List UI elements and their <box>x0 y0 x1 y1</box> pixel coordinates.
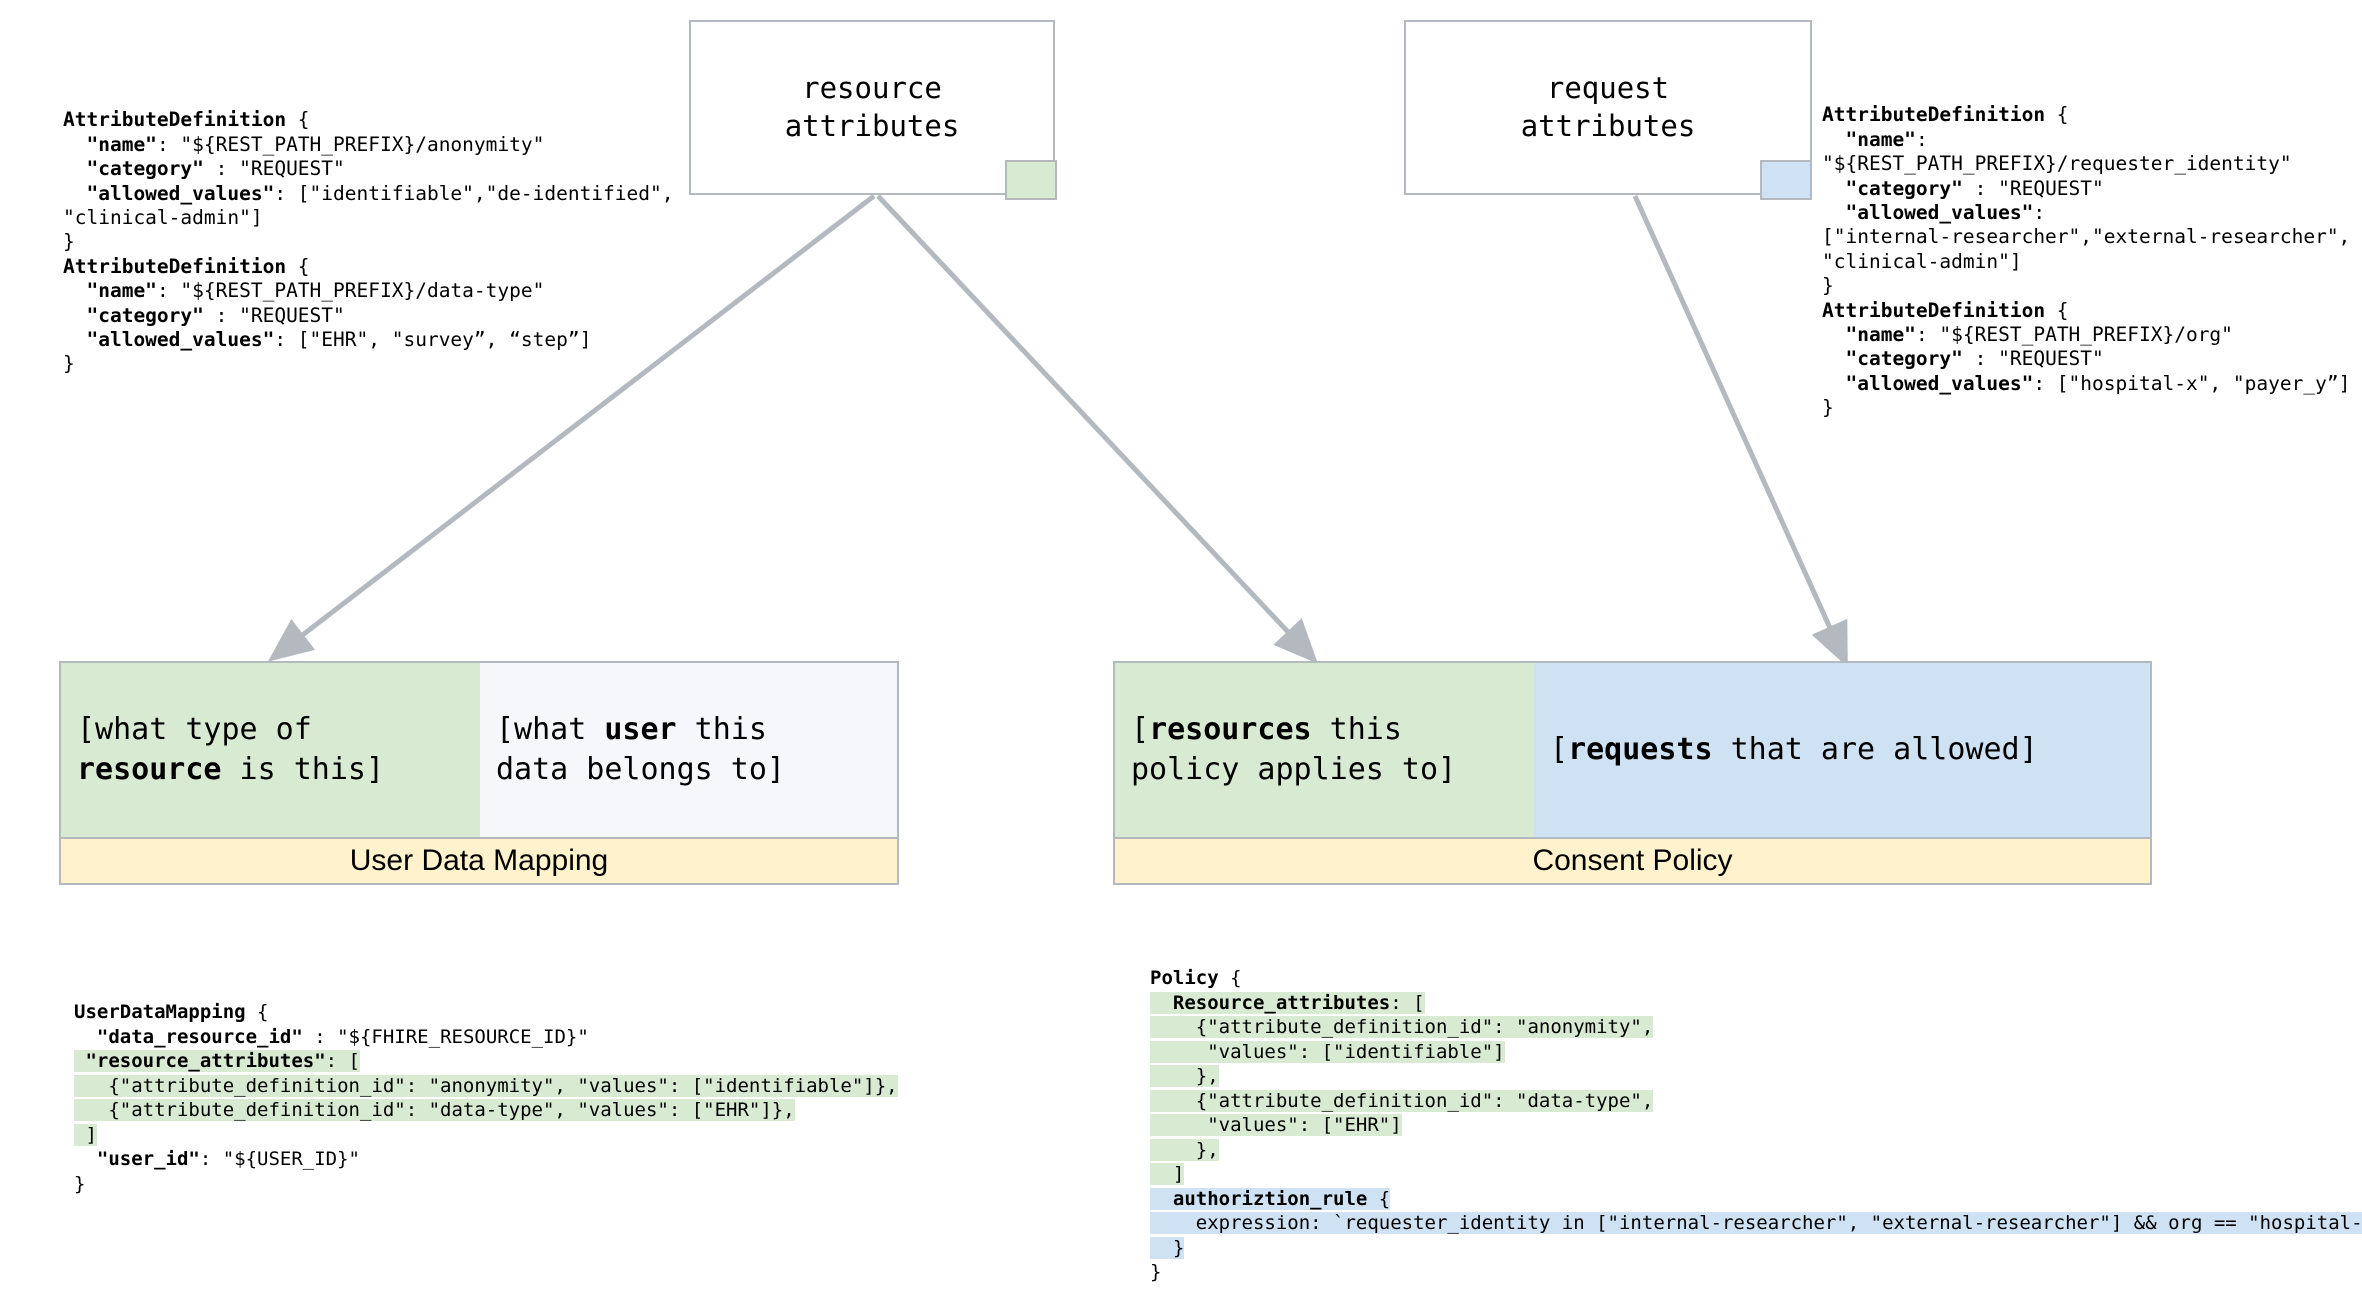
policy-code-line: ] <box>1150 1163 1185 1185</box>
policy-code-line: "values": ["identifiable"] <box>1150 1040 1505 1063</box>
udm-code-line: "user_id": "${USER_ID}" <box>96 1148 360 1170</box>
udm-code-line: {"attribute_definition_id": "data-type",… <box>74 1099 795 1121</box>
consent-policy-entity[interactable]: [resources this policy applies to] [requ… <box>1113 661 2152 885</box>
request-attributes-label: request attributes <box>1520 70 1696 143</box>
policy-code-line: Policy { <box>1150 967 1242 989</box>
right-attribute-definitions: AttributeDefinition { "name": "${REST_PA… <box>1822 103 2351 420</box>
policy-code-line: {"attribute_definition_id": "data-type", <box>1150 1089 1654 1112</box>
consent-policy-request-cell[interactable]: [requests that are allowed] <box>1534 663 2150 837</box>
arrow-request-to-policy <box>1632 194 1848 668</box>
resource-attributes-label: resource attributes <box>784 70 960 143</box>
policy-resource-cell-text: [resources this policy applies to] <box>1131 711 1457 788</box>
udm-code-line: ] <box>74 1123 97 1146</box>
request-attributes-swatch <box>1760 160 1812 200</box>
policy-code-line: expression: `requester_identity in ["int… <box>1150 1212 2362 1234</box>
request-attributes-box[interactable]: request attributes <box>1404 20 1812 195</box>
user-data-mapping-resource-cell[interactable]: [what type of resource is this] <box>61 663 480 837</box>
udm-user-cell-text: [what user this data belongs to] <box>496 711 785 788</box>
consent-policy-footer-label: Consent Policy <box>1115 837 2150 883</box>
consent-policy-body: [resources this policy applies to] [requ… <box>1115 663 2150 837</box>
policy-code-line: "values": ["EHR"] <box>1150 1114 1402 1136</box>
udm-code-line: } <box>74 1172 86 1195</box>
policy-code-line: }, <box>1150 1138 1219 1161</box>
policy-code-line: Resource_attributes: [ <box>1150 991 1425 1014</box>
policy-code-line: } <box>1150 1261 1162 1283</box>
arrow-resource-to-policy <box>876 194 1319 664</box>
udm-code-line: "data_resource_id" : "${FHIRE_RESOURCE_I… <box>96 1025 589 1048</box>
udm-code-line: "resource_attributes": [ <box>74 1050 360 1072</box>
user-data-mapping-user-cell[interactable]: [what user this data belongs to] <box>480 663 897 837</box>
udm-code-line: UserDataMapping { <box>74 1001 269 1023</box>
policy-code-line: authoriztion_rule { <box>1150 1187 1391 1210</box>
left-attribute-definitions: AttributeDefinition { "name": "${REST_PA… <box>63 108 674 376</box>
user-data-mapping-entity[interactable]: [what type of resource is this] [what us… <box>59 661 899 885</box>
consent-policy-code: Policy { Resource_attributes: [ {"attrib… <box>1150 966 2362 1285</box>
policy-code-line: } <box>1150 1236 1185 1259</box>
udm-footer-label: User Data Mapping <box>61 837 897 883</box>
policy-code-line: }, <box>1150 1065 1219 1087</box>
policy-code-line: {"attribute_definition_id": "anonymity", <box>1150 1016 1654 1038</box>
consent-policy-resource-cell[interactable]: [resources this policy applies to] <box>1115 663 1534 837</box>
udm-body: [what type of resource is this] [what us… <box>61 663 897 837</box>
udm-resource-cell-text: [what type of resource is this] <box>77 711 385 788</box>
resource-attributes-box[interactable]: resource attributes <box>689 20 1055 195</box>
policy-request-cell-text: [requests that are allowed] <box>1550 731 2038 767</box>
udm-code-line: {"attribute_definition_id": "anonymity",… <box>74 1074 898 1097</box>
user-data-mapping-code: UserDataMapping { "data_resource_id" : "… <box>74 1000 898 1196</box>
resource-attributes-swatch <box>1005 160 1057 200</box>
